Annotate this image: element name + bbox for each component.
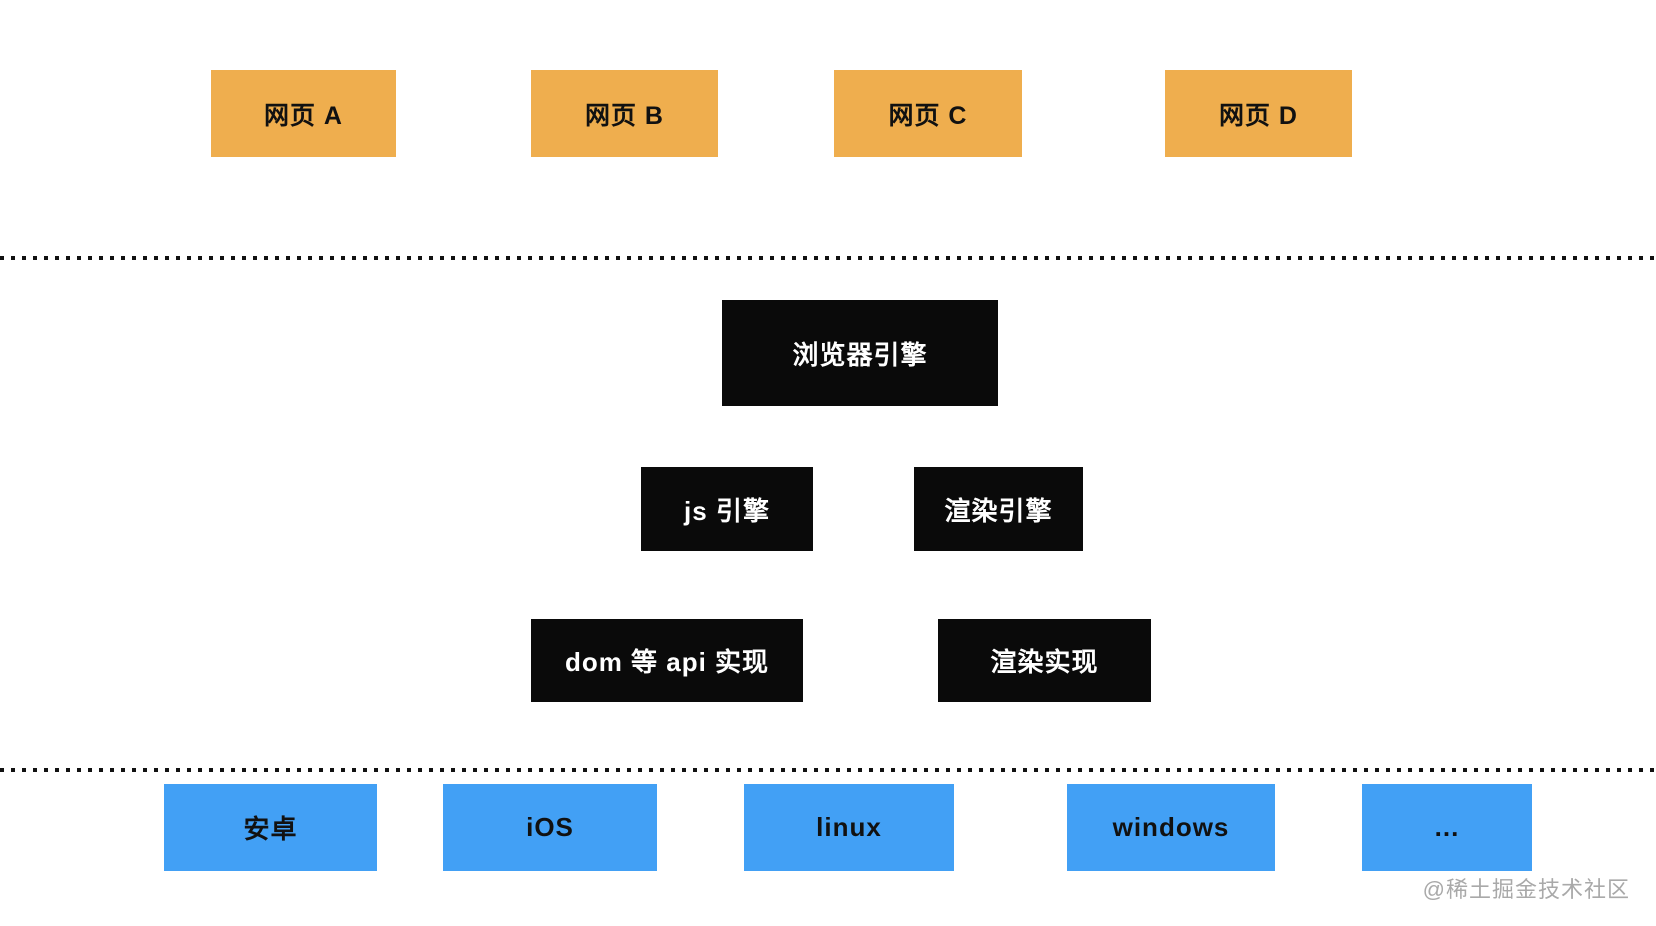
platform-linux-box: linux <box>744 784 954 871</box>
platform-ios-box: iOS <box>443 784 657 871</box>
js-engine-box: js 引擎 <box>641 467 813 551</box>
render-engine-box: 渲染引擎 <box>914 467 1083 551</box>
webpage-c-box: 网页 C <box>834 70 1022 157</box>
platform-windows-box: windows <box>1067 784 1275 871</box>
webpage-a-box: 网页 A <box>211 70 396 157</box>
browser-engine-box: 浏览器引擎 <box>722 300 998 406</box>
watermark-text: @稀土掘金技术社区 <box>1422 877 1630 902</box>
platform-others-box: ... <box>1362 784 1532 871</box>
separator-top-dotted-line <box>0 256 1656 260</box>
dom-api-implementation-box: dom 等 api 实现 <box>531 619 803 702</box>
webpage-d-box: 网页 D <box>1165 70 1352 157</box>
webpage-b-box: 网页 B <box>531 70 718 157</box>
separator-bottom-dotted-line <box>0 768 1656 772</box>
platform-android-box: 安卓 <box>164 784 377 871</box>
render-implementation-box: 渲染实现 <box>938 619 1151 702</box>
